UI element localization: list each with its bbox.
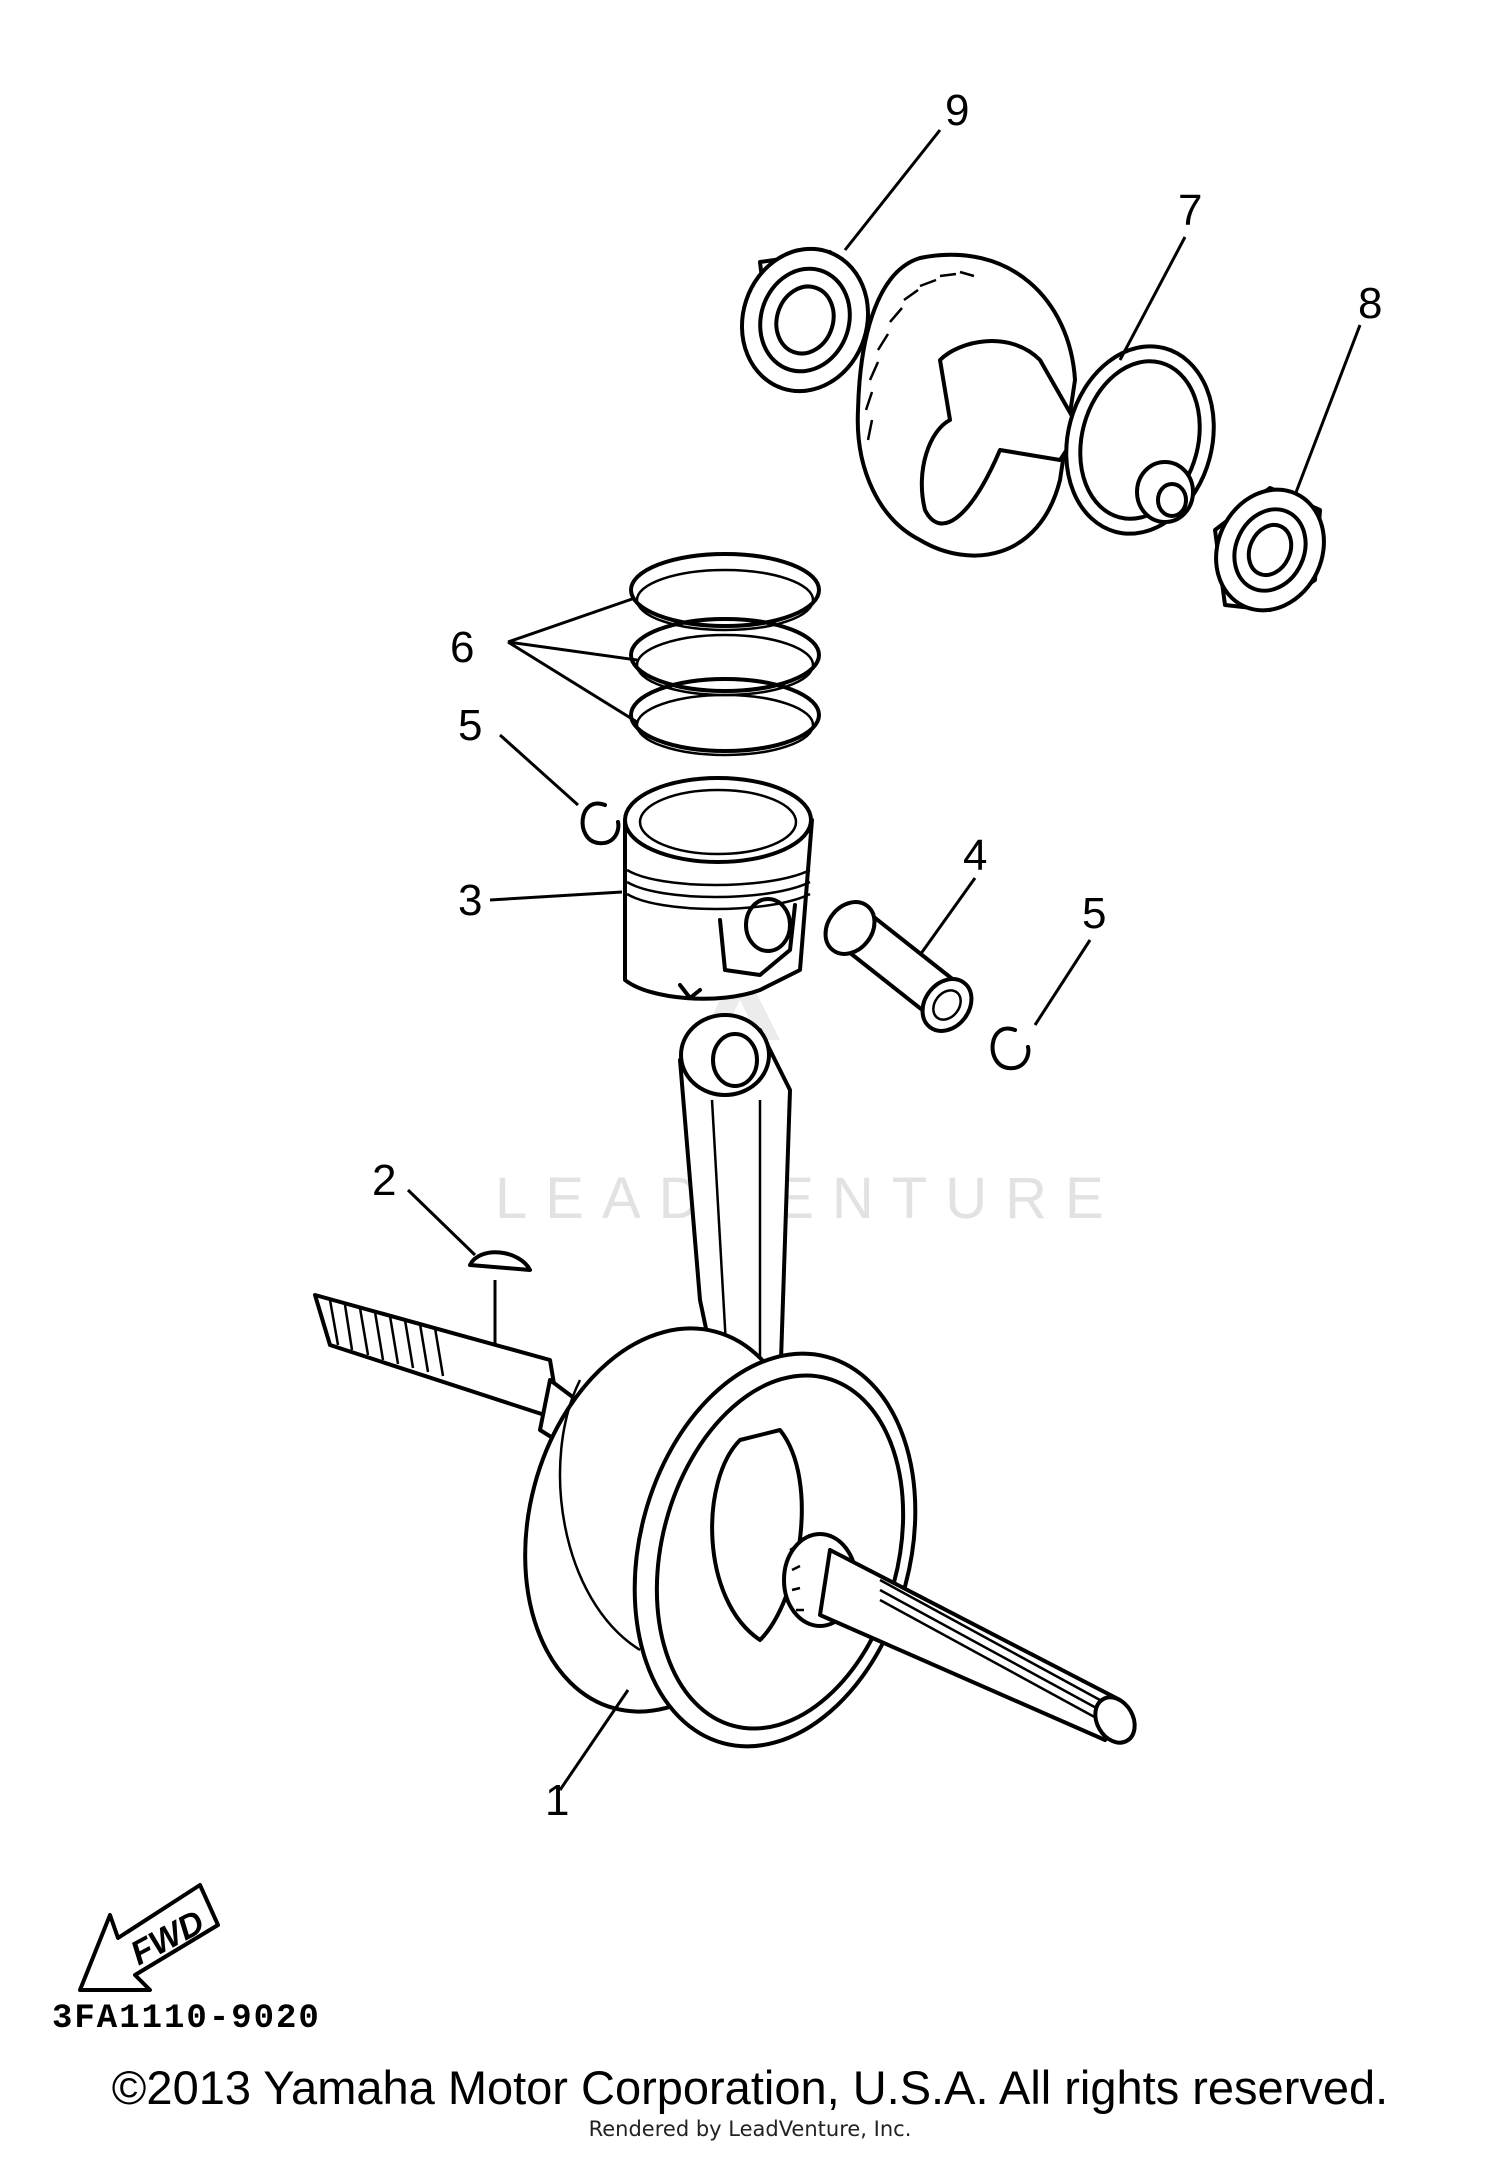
leader-6b [507,640,638,662]
callout-2: 2 [372,1156,396,1205]
circlip-5a [580,801,621,846]
callout-6: 6 [450,623,474,672]
watermark: LEADVENTURE [495,960,1122,1231]
leader-3 [489,890,623,902]
piston-3 [623,776,814,1001]
copyright-notice: ©2013 Yamaha Motor Corporation, U.S.A. A… [111,2061,1389,2114]
circlip-5b [990,1026,1031,1071]
crankshaft-1 [313,1013,1137,1749]
leader-4 [918,877,977,956]
fwd-arrow-icon: FWD [78,1883,220,1992]
callout-7: 7 [1178,186,1202,235]
callout-9: 9 [945,86,969,135]
leader-lines [406,129,1362,1791]
bearing-9 [739,246,871,394]
balancer-shaft-7 [855,252,1216,558]
leader-1 [558,1689,630,1791]
callout-5b: 5 [1082,889,1106,938]
leader-5a [498,733,580,807]
leader-9 [843,129,942,251]
leader-5b [1033,939,1092,1026]
leader-8 [1293,324,1362,496]
callout-8: 8 [1358,279,1382,328]
callout-3: 3 [458,876,482,925]
leader-6a [507,596,636,644]
leader-2 [406,1188,477,1257]
watermark-text: LEADVENTURE [495,1166,1122,1231]
callout-1: 1 [545,1776,569,1825]
callout-5a: 5 [458,701,482,750]
rendered-by-text: Rendered by LeadVenture, Inc. [588,2117,912,2141]
leader-7 [1118,236,1187,361]
piston-pin-4 [823,900,974,1033]
piston-rings-6 [629,552,821,757]
callout-4: 4 [963,831,987,880]
woodruff-key-2 [468,1250,532,1272]
diagram-code: 3FA1110-9020 [52,2000,321,2038]
callouts: 9 7 8 6 5 3 4 5 2 1 [372,86,1382,1825]
leader-6c [507,640,638,724]
bearing-8 [1213,486,1326,613]
